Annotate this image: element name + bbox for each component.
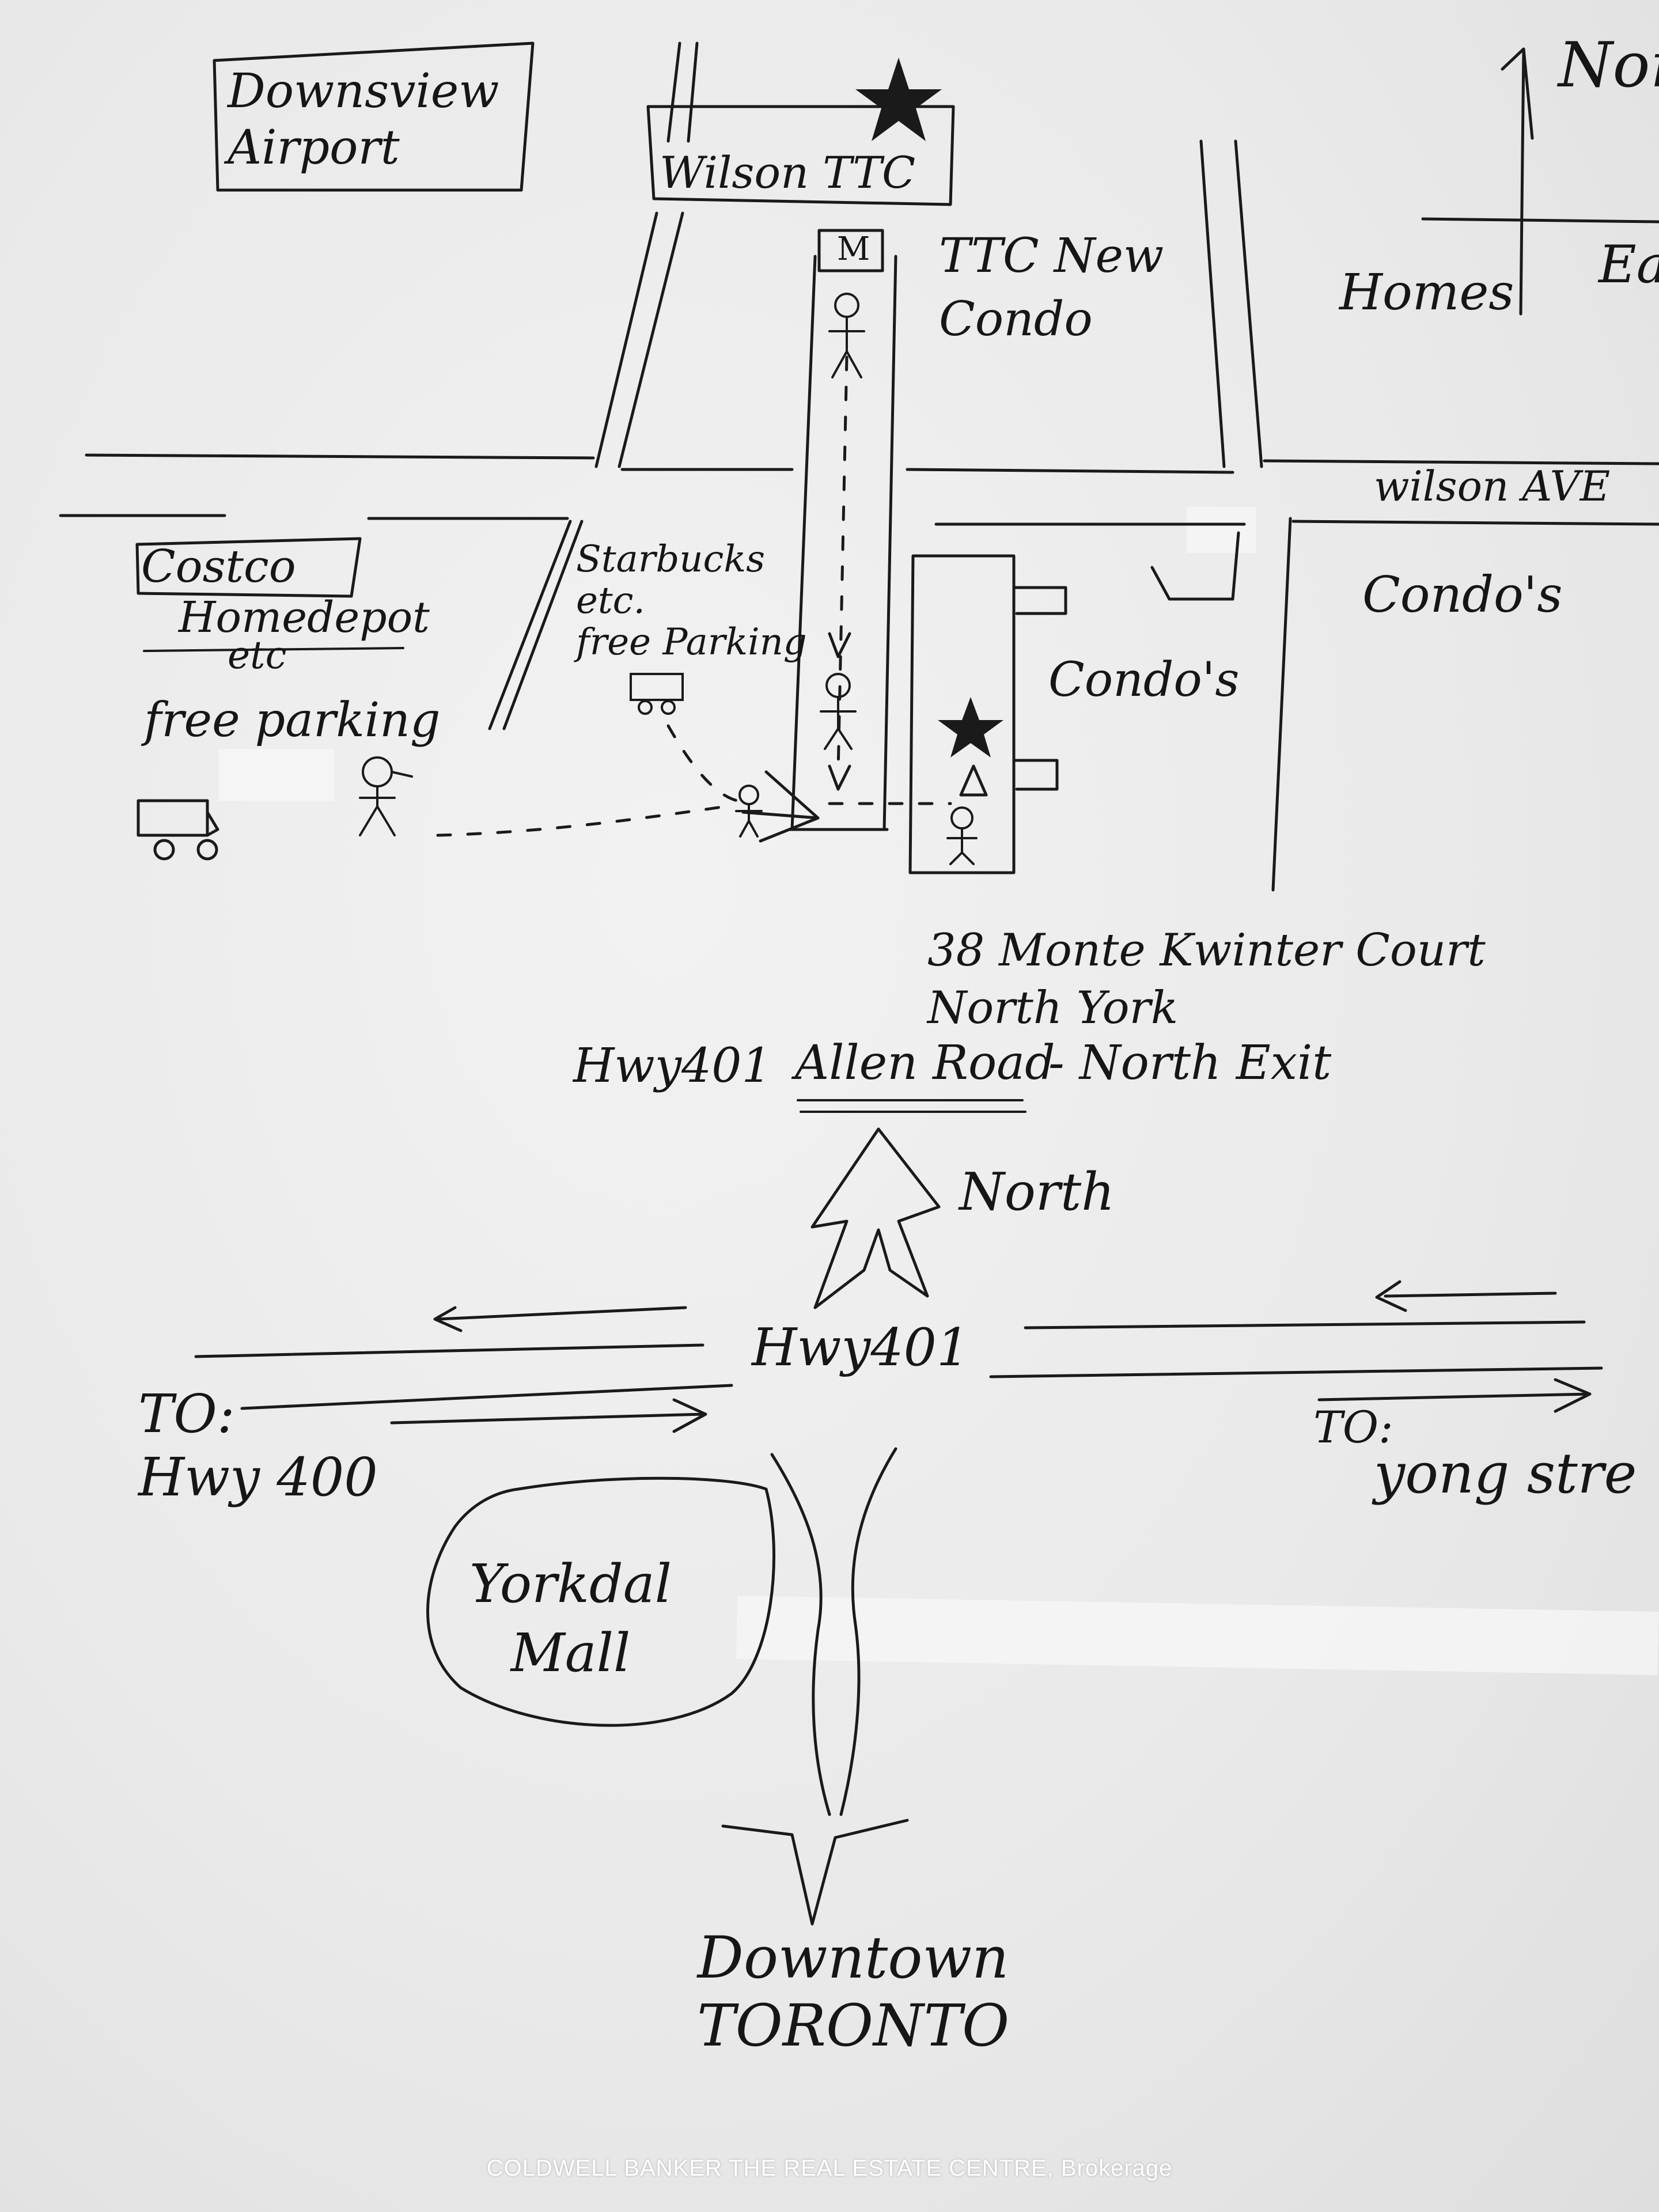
yorkdale-mall-outline: [426, 1476, 775, 1727]
downsview-airport-label: Downsview Airport: [228, 64, 499, 175]
walk-arrow: [828, 632, 851, 791]
star-icon: [855, 58, 942, 141]
walking-path: [666, 724, 739, 802]
tape-strip: [736, 1596, 1659, 1675]
wilson-ttc-box: [646, 105, 955, 206]
downtown-toronto-label: Downtown TORONTO: [697, 1924, 1010, 2059]
starbucks-label: Starbucks etc. free Parking: [576, 538, 807, 664]
road-vertical-right: [1271, 517, 1292, 892]
costco-free-parking-label: free parking: [144, 693, 441, 748]
walking-path: [436, 805, 728, 837]
condos-center-label: Condo's: [1048, 653, 1240, 707]
allen-road-label: Allen Road: [795, 1036, 1055, 1090]
to-hwy400-label: TO: Hwy 400: [138, 1383, 378, 1508]
rail-lines: [666, 41, 699, 143]
ttc-new-condo-label: TTC New Condo: [939, 229, 1164, 347]
road-diagonal: [488, 520, 584, 730]
eastbound-arrow: [1317, 1378, 1592, 1413]
costco-box: [135, 537, 362, 598]
hwy401-north-edge: [194, 1320, 1586, 1358]
westbound-arrow: [1375, 1280, 1557, 1312]
condos-right-label: Condo's: [1362, 566, 1563, 624]
driveway: [1150, 531, 1240, 601]
walk-arrow: [741, 770, 820, 843]
westbound-arrow: [433, 1306, 687, 1332]
tape-strip: [1187, 507, 1256, 553]
north-arrow-icon: [810, 1127, 941, 1309]
costco-label: Costco: [141, 541, 296, 593]
north-exit-label: - North Exit: [1048, 1036, 1332, 1090]
compass-north-arrow: [1501, 47, 1534, 316]
person-icon: [946, 806, 978, 865]
yorkdale-mall-label: Yorkdal Mall: [469, 1553, 672, 1684]
road-vertical: [594, 211, 684, 468]
up-arrow-icon: [959, 764, 988, 797]
person-icon: [359, 756, 413, 836]
north-arrow-label: North: [959, 1162, 1115, 1222]
hwy401-center-line: [240, 1366, 1603, 1410]
compass-east-line: [1421, 217, 1659, 224]
allen-road-underline: [797, 1099, 1027, 1113]
homes-label: Homes: [1339, 264, 1514, 321]
allen-road-south-west-edge: [770, 1453, 831, 1816]
tape-strip: [219, 749, 334, 801]
wilson-ave-south-edge: [59, 514, 1659, 526]
to-yonge-label: TO:: [1313, 1402, 1393, 1453]
car-icon: [137, 799, 219, 861]
walking-path: [836, 355, 849, 774]
wilson-ttc-label: Wilson TTC: [660, 147, 916, 198]
person-icon: [735, 785, 763, 838]
costco-etc-label: etc: [228, 633, 287, 677]
east-corner-label: Ea: [1599, 234, 1659, 295]
brokerage-footer: COLDWELL BANKER THE REAL ESTATE CENTRE, …: [486, 2156, 1173, 2181]
person-icon: [828, 293, 865, 378]
allen-road-corridor: [790, 255, 897, 831]
wilson-ave-label: wilson AVE: [1374, 462, 1611, 510]
subway-sign-box: [817, 229, 884, 272]
allen-road-south-east-edge: [839, 1447, 897, 1816]
star-icon: [938, 697, 1003, 757]
north-corner-label: Nor: [1558, 29, 1659, 101]
wilson-ave-north-edge: [85, 453, 1659, 474]
eastbound-arrow: [390, 1398, 707, 1433]
costco-underline: [143, 647, 404, 652]
building-tabs: [1012, 586, 1067, 791]
yonge-street-label: yong stre: [1374, 1441, 1637, 1506]
hwy401-exit-label: Hwy401: [573, 1039, 772, 1093]
road-vertical-right: [1199, 139, 1263, 468]
person-icon: [820, 673, 857, 750]
address-label: 38 Monte Kwinter Court North York: [927, 925, 1486, 1034]
hwy401-label: Hwy401: [752, 1317, 970, 1378]
homedepot-label: Homedepot: [179, 593, 430, 642]
subway-sign-label: M: [837, 230, 870, 268]
condo-building: [908, 554, 1016, 874]
downsview-airport-box: [213, 41, 535, 192]
car-icon: [630, 673, 684, 715]
south-arrow-icon: [721, 1819, 909, 1926]
